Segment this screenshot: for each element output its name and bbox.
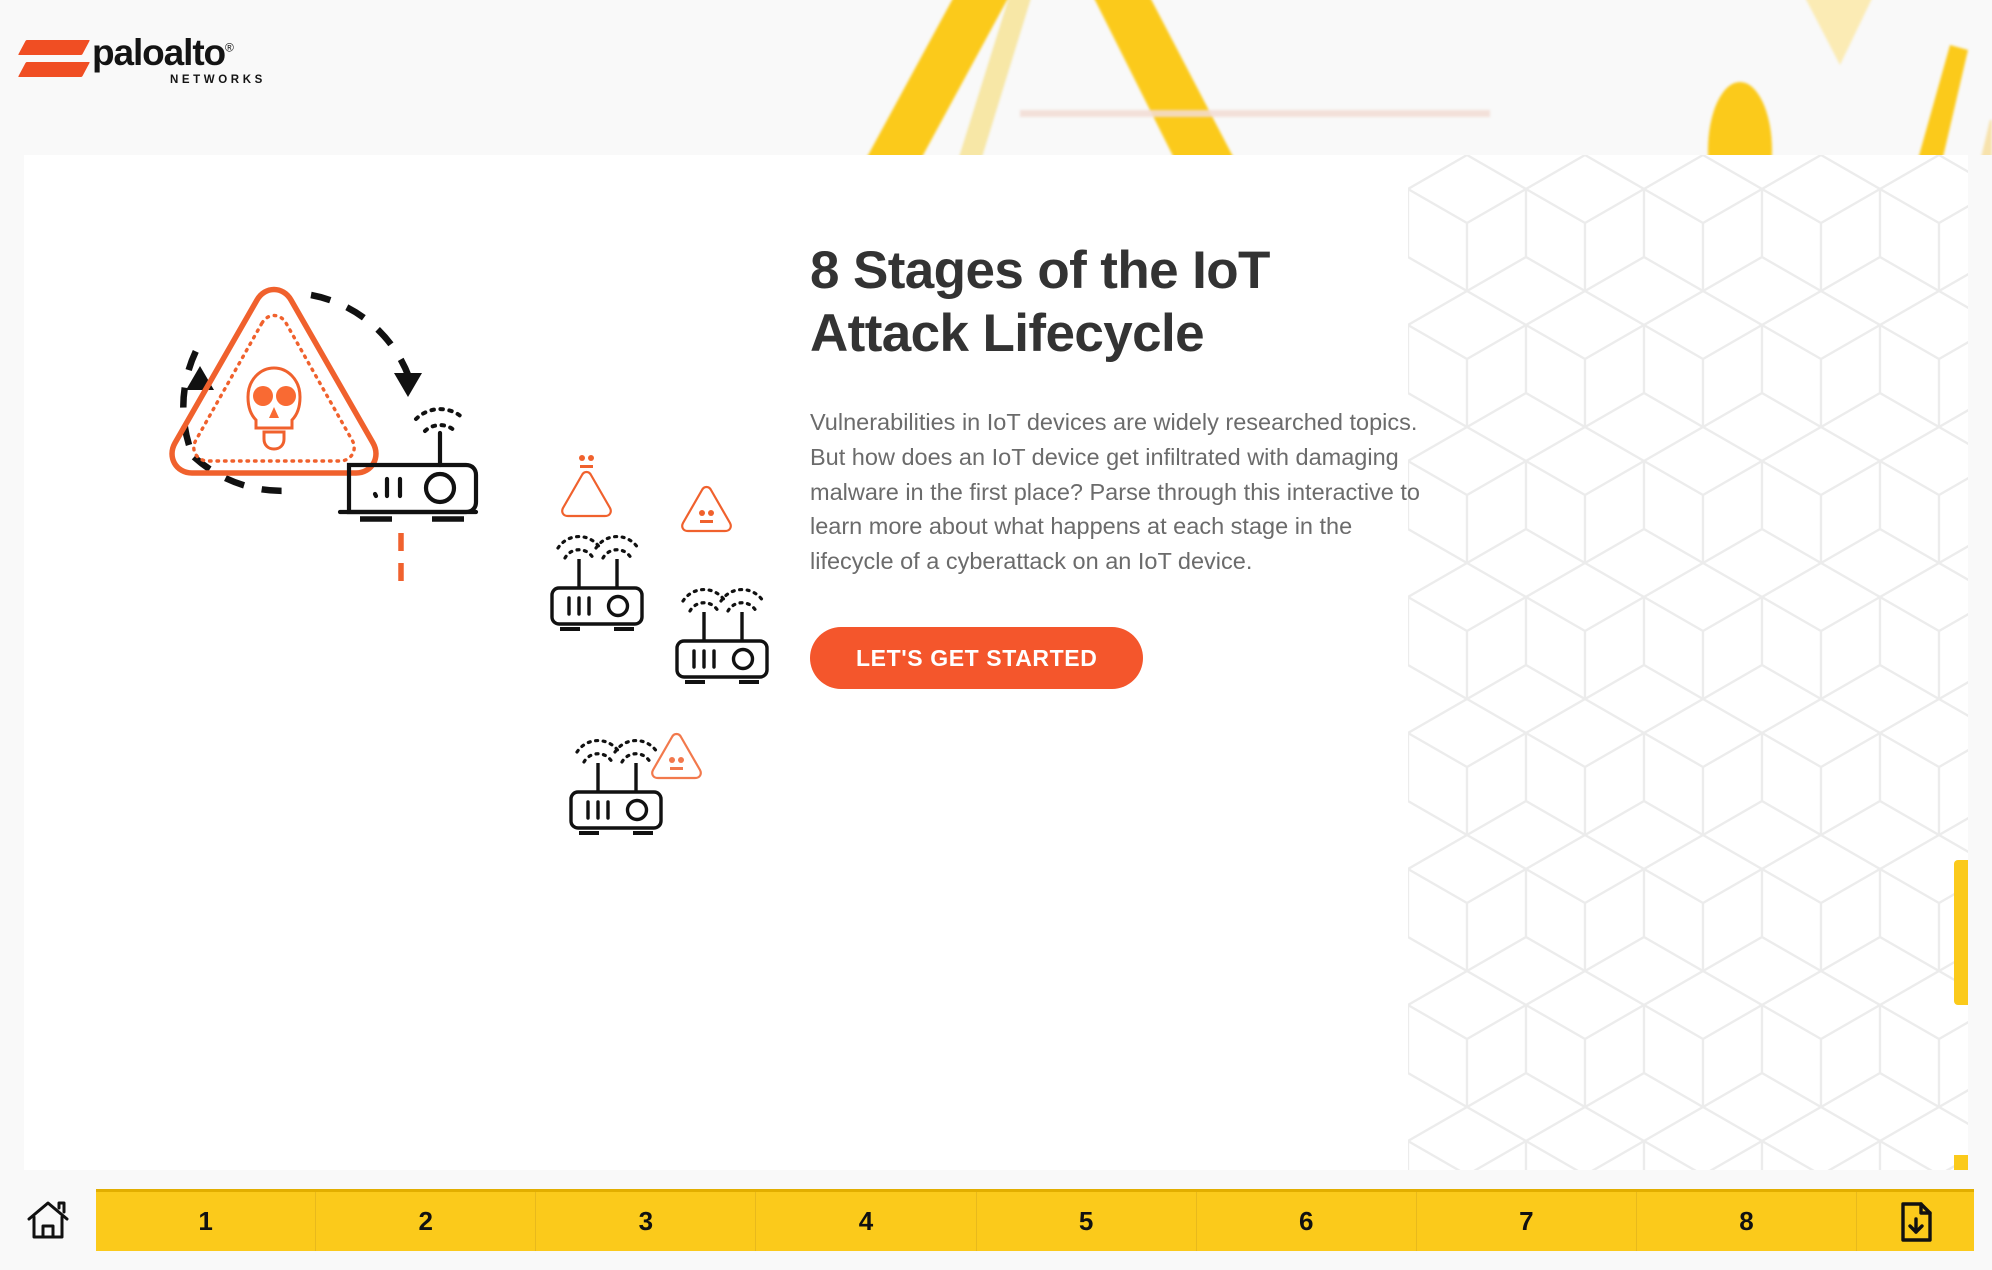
dashed-circular-arrows-icon bbox=[180, 291, 414, 495]
hex-pattern-background bbox=[1408, 155, 1968, 1170]
stage-step-4[interactable]: 4 bbox=[755, 1192, 975, 1251]
logo-wordmark: paloalto® NETWORKS bbox=[92, 34, 266, 87]
wifi-waves-small-2 bbox=[575, 738, 659, 764]
skull-eye-left bbox=[253, 386, 273, 406]
header-decorative-graphic bbox=[700, 0, 1992, 155]
paloalto-networks-logo[interactable]: paloalto® NETWORKS bbox=[18, 34, 266, 87]
site-header: paloalto® NETWORKS bbox=[0, 0, 1992, 155]
cycle-arrow-head-right bbox=[394, 373, 422, 397]
mini-hazard-icon-3 bbox=[651, 732, 702, 780]
mini-skull-3 bbox=[669, 757, 684, 770]
stage-step-2[interactable]: 2 bbox=[315, 1192, 535, 1251]
right-edge-tab-secondary bbox=[1954, 1155, 1968, 1170]
skull-nose bbox=[269, 407, 279, 418]
header-stripes-svg bbox=[868, 0, 1992, 155]
download-button[interactable] bbox=[1856, 1192, 1974, 1251]
mini-hazard-icon-2 bbox=[681, 485, 732, 533]
page-title-line1: 8 Stages of the IoT bbox=[810, 241, 1270, 300]
wifi-waves-medium bbox=[556, 534, 640, 560]
stage-step-7[interactable]: 7 bbox=[1415, 1192, 1636, 1251]
page-description: Vulnerabilities in IoT devices are widel… bbox=[810, 409, 1420, 575]
stage-step-3[interactable]: 3 bbox=[535, 1192, 755, 1251]
router-medium-icon bbox=[550, 455, 644, 631]
stage-step-1[interactable]: 1 bbox=[198, 1206, 213, 1236]
iot-attack-illustration bbox=[144, 265, 864, 885]
mini-hazard-icon-1 bbox=[561, 455, 612, 518]
router-small-led bbox=[731, 647, 755, 671]
stage-step-5[interactable]: 5 bbox=[975, 1192, 1196, 1251]
hero-copy-block: 8 Stages of the IoT Attack Lifecycle Vul… bbox=[810, 240, 1450, 689]
wifi-waves-small bbox=[681, 587, 765, 613]
illustration-svg bbox=[169, 286, 769, 835]
logo-registered-mark: ® bbox=[225, 40, 234, 55]
home-icon bbox=[27, 1201, 69, 1239]
wifi-waves-large bbox=[414, 407, 466, 433]
stage-navigation-bar: 1 2 3 4 5 6 7 8 bbox=[0, 1170, 1992, 1270]
lets-get-started-button[interactable]: LET'S GET STARTED bbox=[810, 626, 1144, 689]
router-small-icon bbox=[675, 485, 769, 684]
home-button[interactable] bbox=[0, 1170, 96, 1270]
right-edge-tab[interactable] bbox=[1954, 860, 1968, 1005]
skull-icon bbox=[246, 366, 302, 451]
router-large-icon bbox=[337, 407, 479, 581]
router-large-led bbox=[423, 471, 457, 505]
main-content-card: 8 Stages of the IoT Attack Lifecycle Vul… bbox=[24, 155, 1968, 1170]
logo-subtext: NETWORKS bbox=[170, 74, 266, 86]
router-medium-led bbox=[606, 594, 630, 618]
page-title-line2: Attack Lifecycle bbox=[810, 303, 1205, 363]
mini-skull-1 bbox=[579, 455, 594, 468]
logo-word-text: paloalto bbox=[92, 32, 226, 73]
logo-word: paloalto® bbox=[92, 34, 266, 71]
page-title: 8 Stages of the IoT Attack Lifecycle bbox=[810, 240, 1450, 365]
router-small2-led bbox=[625, 798, 649, 822]
skull-eye-right bbox=[276, 386, 296, 406]
file-download-icon bbox=[1900, 1201, 1932, 1242]
hex-pattern-svg bbox=[1408, 155, 1968, 1170]
paloalto-logo-mark-icon bbox=[18, 38, 90, 82]
stage-steps: 1 2 3 4 5 6 7 8 bbox=[96, 1189, 1974, 1251]
stage-step-6[interactable]: 6 bbox=[1195, 1192, 1416, 1251]
mini-skull-2 bbox=[699, 510, 714, 523]
router-small-2-icon bbox=[569, 732, 702, 835]
stage-step-8[interactable]: 8 bbox=[1635, 1192, 1856, 1251]
